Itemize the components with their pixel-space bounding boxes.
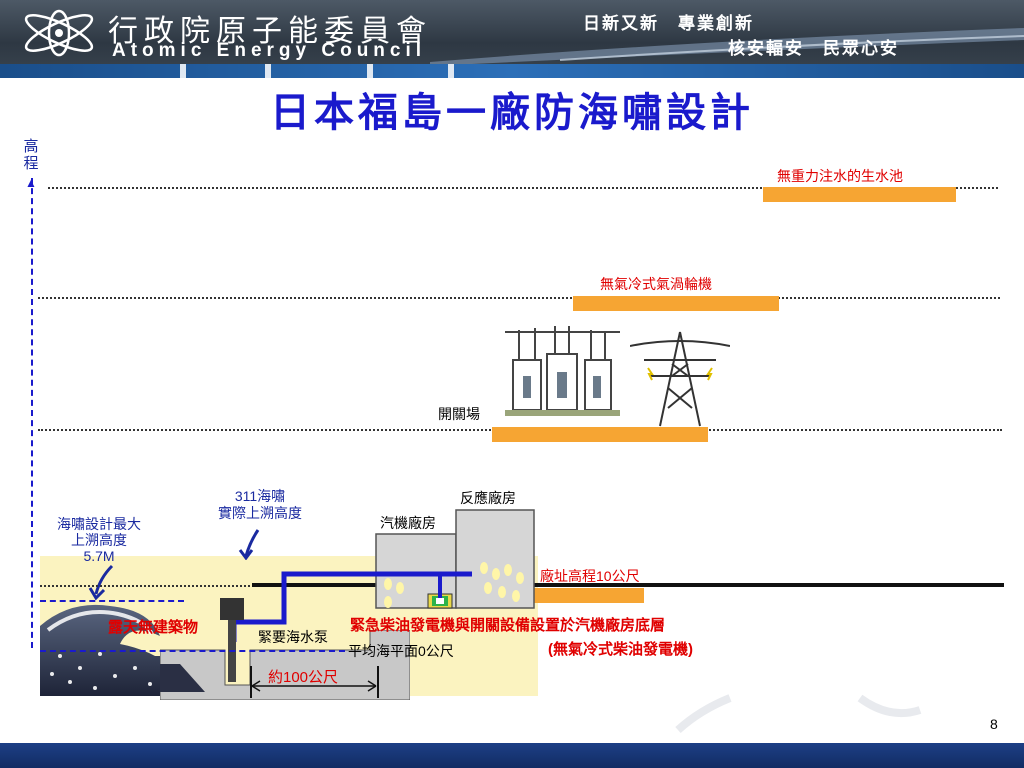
tsunami-design-line-2: 上溯高度 bbox=[71, 532, 127, 548]
actual-tsunami-line-1: 311海嘯 bbox=[234, 488, 286, 504]
distance-tick-left bbox=[250, 666, 252, 698]
switchyard-bar bbox=[492, 427, 708, 442]
reactor-building-label: 反應廠房 bbox=[460, 490, 516, 506]
gas-turbine-label: 無氣冷式氣渦輪機 bbox=[600, 276, 712, 292]
stripe-mark bbox=[265, 64, 271, 78]
watermark-logo bbox=[675, 694, 922, 733]
seawall-ground bbox=[160, 630, 410, 700]
actual-tsunami-label: 311海嘯 實際上溯高度 bbox=[218, 488, 302, 522]
elevation-axis-line bbox=[31, 178, 33, 648]
generator-note: 緊急柴油發電機與開關設備設置於汽機廠房底層 bbox=[350, 617, 666, 634]
footer-bar bbox=[0, 743, 1024, 768]
mean-sea-level-label: 平均海平面0公尺 bbox=[348, 643, 454, 659]
arrow-up-icon: ▲ bbox=[25, 176, 37, 190]
distance-arrow bbox=[251, 680, 377, 692]
mean-sea-level-line bbox=[40, 650, 345, 652]
site-elevation-line bbox=[252, 583, 1004, 587]
plant-buildings bbox=[375, 509, 535, 609]
switchyard-label: 開關場 bbox=[438, 406, 480, 422]
distance-label: 約100公尺 bbox=[268, 669, 339, 686]
arrow-down-icon bbox=[88, 564, 114, 600]
seawater-pump-label: 緊要海水泵 bbox=[258, 629, 328, 645]
stripe-mark bbox=[448, 64, 454, 78]
page-number: 8 bbox=[990, 716, 998, 732]
tsunami-design-line-1: 海嘯設計最大 bbox=[57, 516, 141, 532]
site-elevation-label: 廠址高程10公尺 bbox=[540, 568, 640, 584]
slide-title: 日本福島一廠防海嘯設計 bbox=[270, 89, 754, 136]
header-swoosh bbox=[430, 28, 1024, 66]
gravity-pool-bar bbox=[763, 187, 956, 202]
site-elevation-dotted-line bbox=[40, 585, 254, 587]
org-name-en: Atomic Energy Council bbox=[112, 40, 427, 61]
atom-logo-icon bbox=[24, 9, 94, 57]
elevation-axis-label: 高程 bbox=[23, 138, 39, 172]
seawater-pump-icon bbox=[220, 598, 244, 682]
tsunami-design-line-3: 5.7M bbox=[83, 548, 115, 564]
transmission-tower-icon bbox=[630, 331, 730, 427]
slogan-line-1: 日新又新 專業創新 bbox=[583, 14, 754, 33]
turbine-building-label: 汽機廠房 bbox=[380, 515, 436, 531]
stripe-mark bbox=[180, 64, 186, 78]
gas-turbine-bar bbox=[573, 296, 779, 311]
actual-tsunami-line-2: 實際上溯高度 bbox=[218, 505, 302, 521]
generator-type-note: (無氣冷式柴油發電機) bbox=[548, 641, 693, 658]
no-structures-label: 露天無建築物 bbox=[108, 619, 199, 636]
level-line-gravity-pool bbox=[48, 187, 998, 189]
gravity-pool-label: 無重力注水的生水池 bbox=[777, 168, 903, 184]
tsunami-design-max-label: 海嘯設計最大 上溯高度 5.7M bbox=[57, 516, 141, 564]
header-stripe bbox=[0, 64, 1024, 78]
level-line-gas-turbine bbox=[38, 297, 1000, 299]
slogan-line-2: 核安輻安 民眾心安 bbox=[728, 39, 899, 58]
tsunami-design-height-line bbox=[40, 600, 184, 602]
arrow-down-icon bbox=[238, 529, 260, 560]
org-name-zh: 行政院原子能委員會 bbox=[108, 14, 432, 49]
stripe-mark bbox=[367, 64, 373, 78]
distance-tick-right bbox=[377, 666, 379, 698]
switchgear-icon bbox=[505, 326, 620, 416]
